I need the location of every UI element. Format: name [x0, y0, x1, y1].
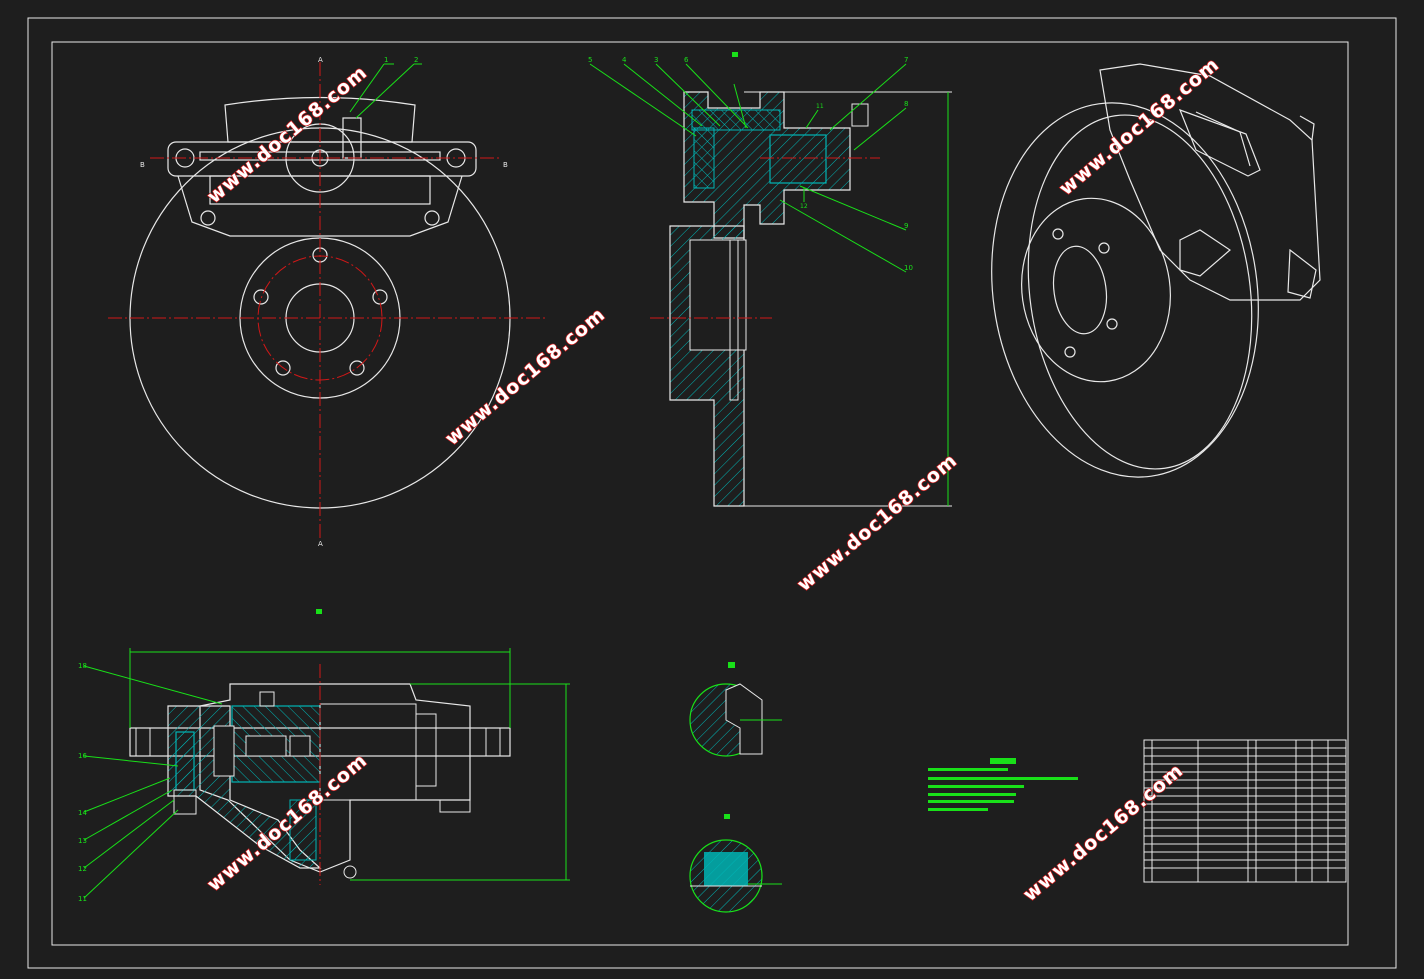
label-14: 14 [78, 809, 87, 817]
outer-frame [27, 17, 1397, 969]
watermark-6: www.doc168.com [1019, 759, 1188, 905]
technical-requirements [928, 758, 1078, 811]
inner-frame [51, 41, 1349, 946]
detail-view-2 [689, 814, 782, 913]
section-mark-b-left: B [140, 161, 145, 169]
label-12: 12 [800, 203, 808, 210]
label-13: 13 [78, 837, 87, 845]
label-4: 4 [622, 56, 627, 64]
label-6: 6 [684, 56, 689, 64]
label-11b: 11 [78, 895, 87, 903]
watermark-3: www.doc168.com [793, 449, 962, 595]
bottom-section-view [129, 683, 511, 879]
front-view-centerlines [108, 62, 548, 540]
label-2: 2 [414, 56, 418, 64]
label-5: 5 [588, 56, 592, 64]
isometric-view [991, 63, 1321, 478]
side-section-view [669, 91, 952, 507]
label-10: 10 [904, 264, 913, 272]
label-1: 1 [384, 56, 388, 64]
section-mark-a-bottom: A [318, 540, 323, 548]
parts-list-table [1143, 739, 1347, 883]
label-3: 3 [654, 56, 658, 64]
view-mark-bottom [316, 609, 322, 614]
view-mark-side [732, 52, 738, 57]
label-16: 16 [78, 752, 87, 760]
watermark-4: www.doc168.com [1055, 53, 1224, 199]
label-7: 7 [904, 56, 908, 64]
label-9: 9 [904, 222, 908, 230]
label-18: 18 [78, 662, 87, 670]
label-8: 8 [904, 100, 908, 108]
watermark-1: www.doc168.com [203, 61, 372, 207]
detail-view-1 [689, 662, 782, 757]
section-mark-b-right: B [503, 161, 508, 169]
section-mark-a-top: A [318, 56, 323, 64]
label-11: 11 [816, 103, 824, 110]
watermark-2: www.doc168.com [441, 303, 610, 449]
label-12b: 12 [78, 865, 87, 873]
